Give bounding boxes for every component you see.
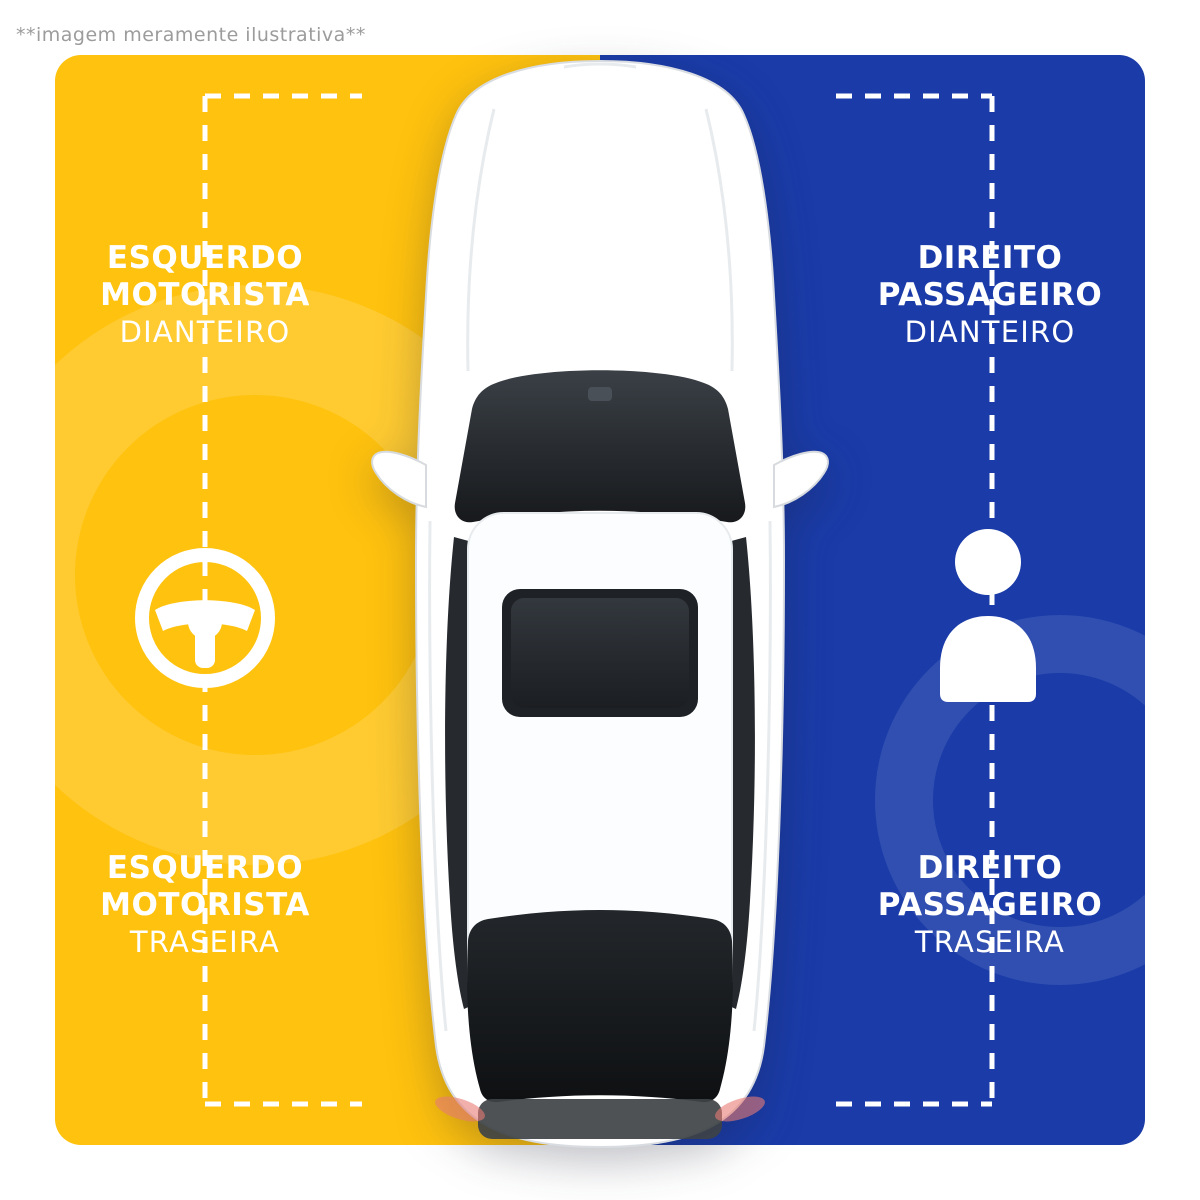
label-line-regular: TRASEIRA	[129, 925, 281, 959]
rear-window-glass	[467, 910, 733, 1103]
label-front-left: ESQUERDO MOTORISTA DIANTEIRO	[50, 240, 360, 350]
passenger-person-icon	[940, 529, 1036, 702]
label-line-regular: DIANTEIRO	[119, 315, 291, 349]
label-line-bold: MOTORISTA	[100, 277, 310, 313]
steering-wheel-icon	[135, 548, 275, 688]
label-line-regular: DIANTEIRO	[904, 315, 1076, 349]
right-mirror	[773, 450, 829, 509]
windshield-glass	[454, 370, 746, 523]
label-line-regular: TRASEIRA	[914, 925, 1066, 959]
label-line-bold: DIREITO	[917, 850, 1063, 886]
label-rear-right: DIREITO PASSAGEIRO TRASEIRA	[835, 850, 1145, 960]
watermark-note: **imagem meramente ilustrativa**	[16, 24, 366, 46]
label-line-bold: DIREITO	[917, 240, 1063, 276]
label-line-bold: MOTORISTA	[100, 887, 310, 923]
left-mirror	[371, 450, 427, 509]
label-rear-left: ESQUERDO MOTORISTA TRASEIRA	[50, 850, 360, 960]
label-line-bold: PASSAGEIRO	[877, 887, 1103, 923]
car-top-view-image	[368, 50, 832, 1162]
label-line-bold: PASSAGEIRO	[877, 277, 1103, 313]
label-front-right: DIREITO PASSAGEIRO DIANTEIRO	[835, 240, 1145, 350]
label-line-bold: ESQUERDO	[106, 850, 304, 886]
label-line-bold: ESQUERDO	[106, 240, 304, 276]
